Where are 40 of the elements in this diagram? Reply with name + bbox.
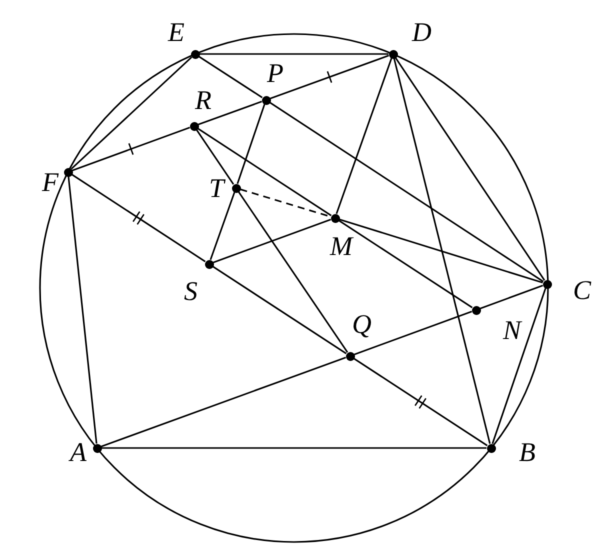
- line-segment: [212, 218, 332, 264]
- line-segment: [270, 54, 390, 100]
- point-label: Q: [352, 310, 372, 338]
- point-label: A: [70, 438, 86, 466]
- line-segment: [71, 174, 206, 262]
- line-segment: [269, 102, 544, 282]
- point-label: B: [519, 438, 536, 466]
- line-segment: [338, 220, 473, 308]
- line-segment: [212, 266, 347, 354]
- point-label: E: [168, 18, 184, 46]
- point-label: M: [330, 232, 352, 260]
- line-segment: [100, 356, 346, 448]
- point-label: D: [412, 18, 432, 46]
- line-segment: [210, 192, 236, 260]
- line-segment: [102, 447, 486, 449]
- point-label: N: [503, 316, 522, 344]
- line-segment: [198, 56, 263, 98]
- point-label: R: [195, 86, 212, 114]
- point-label: F: [42, 168, 58, 196]
- point-label: P: [267, 60, 284, 86]
- line-segment: [339, 218, 543, 284]
- line-segment: [197, 128, 332, 216]
- line-segment: [336, 58, 392, 214]
- line-segment: [480, 284, 544, 310]
- line-segment: [68, 176, 98, 444]
- line-segment: [236, 104, 266, 184]
- line-segment: [354, 310, 472, 356]
- point-label: S: [184, 278, 198, 304]
- line-segment: [72, 126, 190, 172]
- line-segment: [196, 129, 234, 185]
- point-label: C: [573, 276, 592, 304]
- line-segment: [393, 58, 491, 444]
- line-segment: [353, 358, 488, 446]
- line-segment: [238, 191, 348, 353]
- line-segment: [70, 56, 192, 170]
- line-segment: [492, 288, 546, 444]
- point-label: T: [209, 174, 224, 202]
- line-segment: [198, 100, 262, 126]
- line-segment: [394, 57, 546, 281]
- line-segment: [200, 53, 388, 55]
